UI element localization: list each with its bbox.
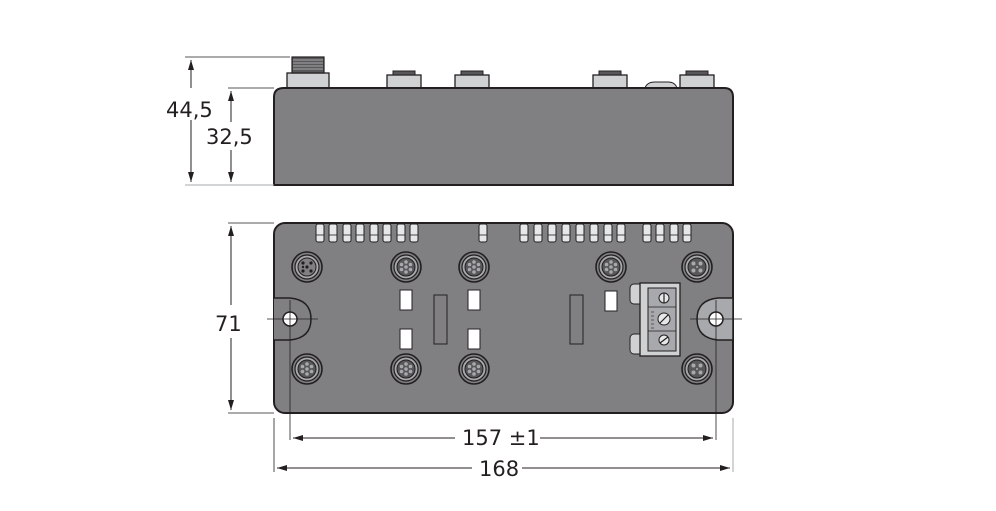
- connector-port-1: [390, 251, 422, 283]
- rotary-switch-3: [658, 334, 670, 346]
- led-group-2: [478, 223, 488, 243]
- side-view: [273, 56, 734, 186]
- side-dimensions: 44,5 32,5: [166, 56, 290, 186]
- connector-port-3: [595, 251, 627, 283]
- connector-port-8: [681, 353, 713, 385]
- connector-side-4: [679, 70, 715, 89]
- label-windows: [399, 289, 618, 350]
- mounting-distance-label: 157 ±1: [462, 426, 540, 450]
- top-view: [267, 222, 742, 440]
- power-connector-side: [286, 56, 330, 89]
- connector-port-6: [390, 353, 422, 385]
- rotary-switch-2: [657, 312, 671, 326]
- connector-port-4: [681, 251, 713, 283]
- housing-side: [273, 87, 734, 186]
- height-total-label: 44,5: [166, 98, 213, 122]
- connector-port-5: [291, 353, 323, 385]
- connector-side-3: [592, 70, 628, 89]
- connector-port-2: [458, 251, 490, 283]
- connector-side-1: [386, 70, 422, 89]
- marking-strip-2: [569, 294, 584, 345]
- connector-side-2: [454, 70, 490, 89]
- height-housing-label: 32,5: [206, 125, 253, 149]
- width-label: 71: [215, 312, 242, 336]
- length-total-label: 168: [479, 457, 519, 481]
- rotary-switch-1: [658, 292, 670, 304]
- marking-strip-1: [433, 294, 448, 345]
- rotary-switch-block: [629, 282, 681, 357]
- top-dimensions: 71 157 ±1 168: [215, 222, 734, 481]
- connector-power-in: [291, 251, 323, 283]
- connector-port-7: [458, 353, 490, 385]
